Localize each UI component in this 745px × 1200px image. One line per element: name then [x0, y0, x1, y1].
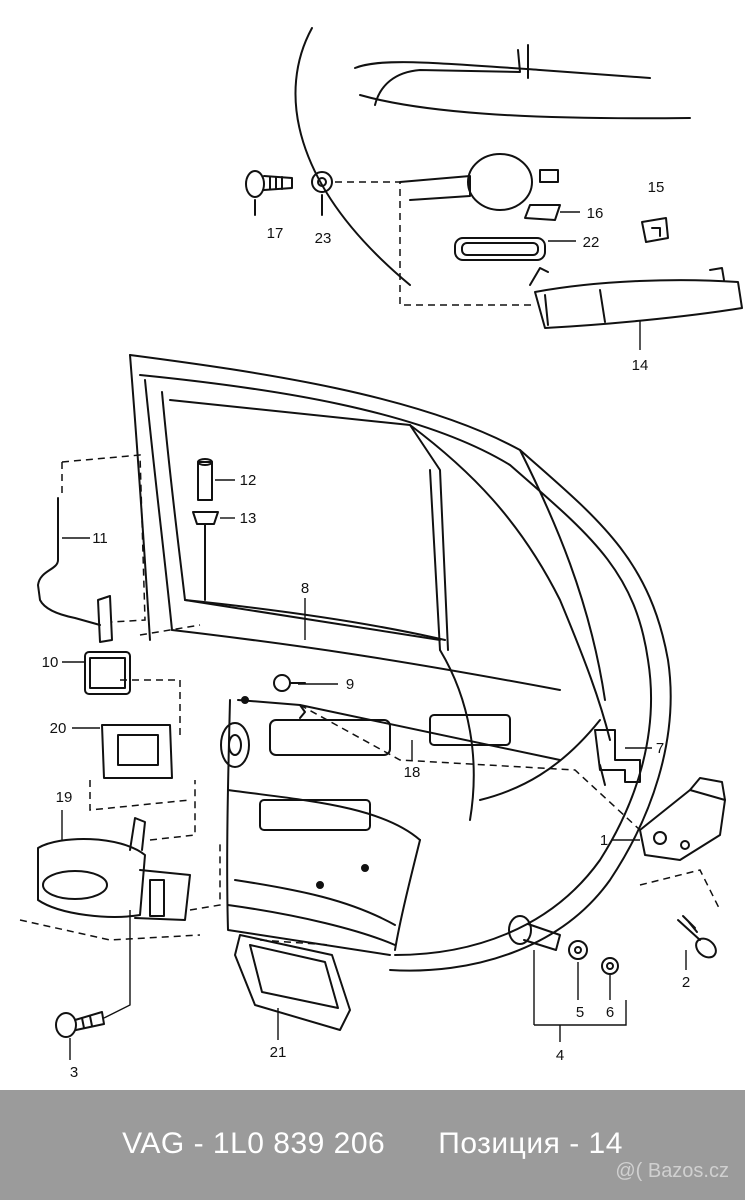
part-17-bolt	[245, 170, 293, 216]
callout-leader-lines	[61, 211, 687, 1060]
callout-5: 5	[576, 1004, 584, 1021]
callout-16: 16	[587, 205, 604, 222]
exploded-door-diagram: 17 23 16 15 22 14 12 13 11 8 10 9 20 7 1…	[19, 27, 743, 1081]
callout-10: 10	[42, 654, 59, 671]
callout-4: 4	[556, 1047, 564, 1064]
part-12-lock-knob	[197, 458, 213, 501]
part-9-clip	[273, 674, 306, 692]
callout-13: 13	[240, 510, 257, 527]
callout-20: 20	[50, 720, 67, 737]
callout-12: 12	[240, 472, 257, 489]
callout-6: 6	[606, 1004, 614, 1021]
callout-11: 11	[92, 530, 108, 547]
part-21-trim-frame	[234, 934, 351, 1031]
part-7-bracket	[594, 729, 641, 786]
callout-1: 1	[600, 832, 608, 849]
part-11-rod	[37, 497, 101, 626]
callout-14: 14	[632, 357, 649, 374]
part-4-bolt-set	[508, 915, 619, 975]
callout-19: 19	[56, 789, 73, 806]
part-20-insulation-pad	[101, 724, 173, 779]
callout-18: 18	[404, 764, 421, 781]
car-body-outline	[294, 27, 691, 286]
part-1-door-lock	[639, 777, 726, 861]
part-number-label: VAG - 1L0 839 206	[122, 1127, 386, 1160]
parts-diagram-area: 17 23 16 15 22 14 12 13 11 8 10 9 20 7 1…	[19, 27, 743, 1081]
callout-15: 15	[648, 179, 665, 196]
callout-8: 8	[301, 580, 309, 597]
callout-9: 9	[346, 676, 354, 693]
caption-text: VAG - 1L0 839 206 Позиция - 14	[0, 1127, 745, 1161]
bazos-watermark: @( Bazos.cz	[615, 1160, 729, 1182]
part-23-washer	[311, 171, 333, 216]
part-13-knob-guide	[192, 511, 219, 601]
part-18-rod	[237, 699, 561, 761]
door-inner-panel	[220, 696, 511, 889]
part-19-inner-handle	[37, 817, 191, 921]
caption-banner	[0, 1090, 745, 1200]
part-10-actuator	[84, 595, 131, 695]
part-15-clip	[641, 217, 669, 243]
callout-22: 22	[583, 234, 600, 251]
callout-7: 7	[656, 740, 664, 757]
dashed-assembly-lines	[19, 181, 721, 946]
part-14-outer-handle	[399, 153, 743, 329]
callout-23: 23	[315, 230, 332, 247]
callout-21: 21	[270, 1044, 287, 1061]
callout-3: 3	[70, 1064, 78, 1081]
position-label: Позиция - 14	[438, 1127, 623, 1160]
callout-2: 2	[682, 974, 690, 991]
callout-labels: 17 23 16 15 22 14 12 13 11 8 10 9 20 7 1…	[42, 179, 691, 1081]
part-3-screw	[55, 1011, 105, 1038]
part-2-screw	[677, 915, 717, 959]
door-frame	[129, 354, 672, 972]
callout-17: 17	[267, 225, 284, 242]
